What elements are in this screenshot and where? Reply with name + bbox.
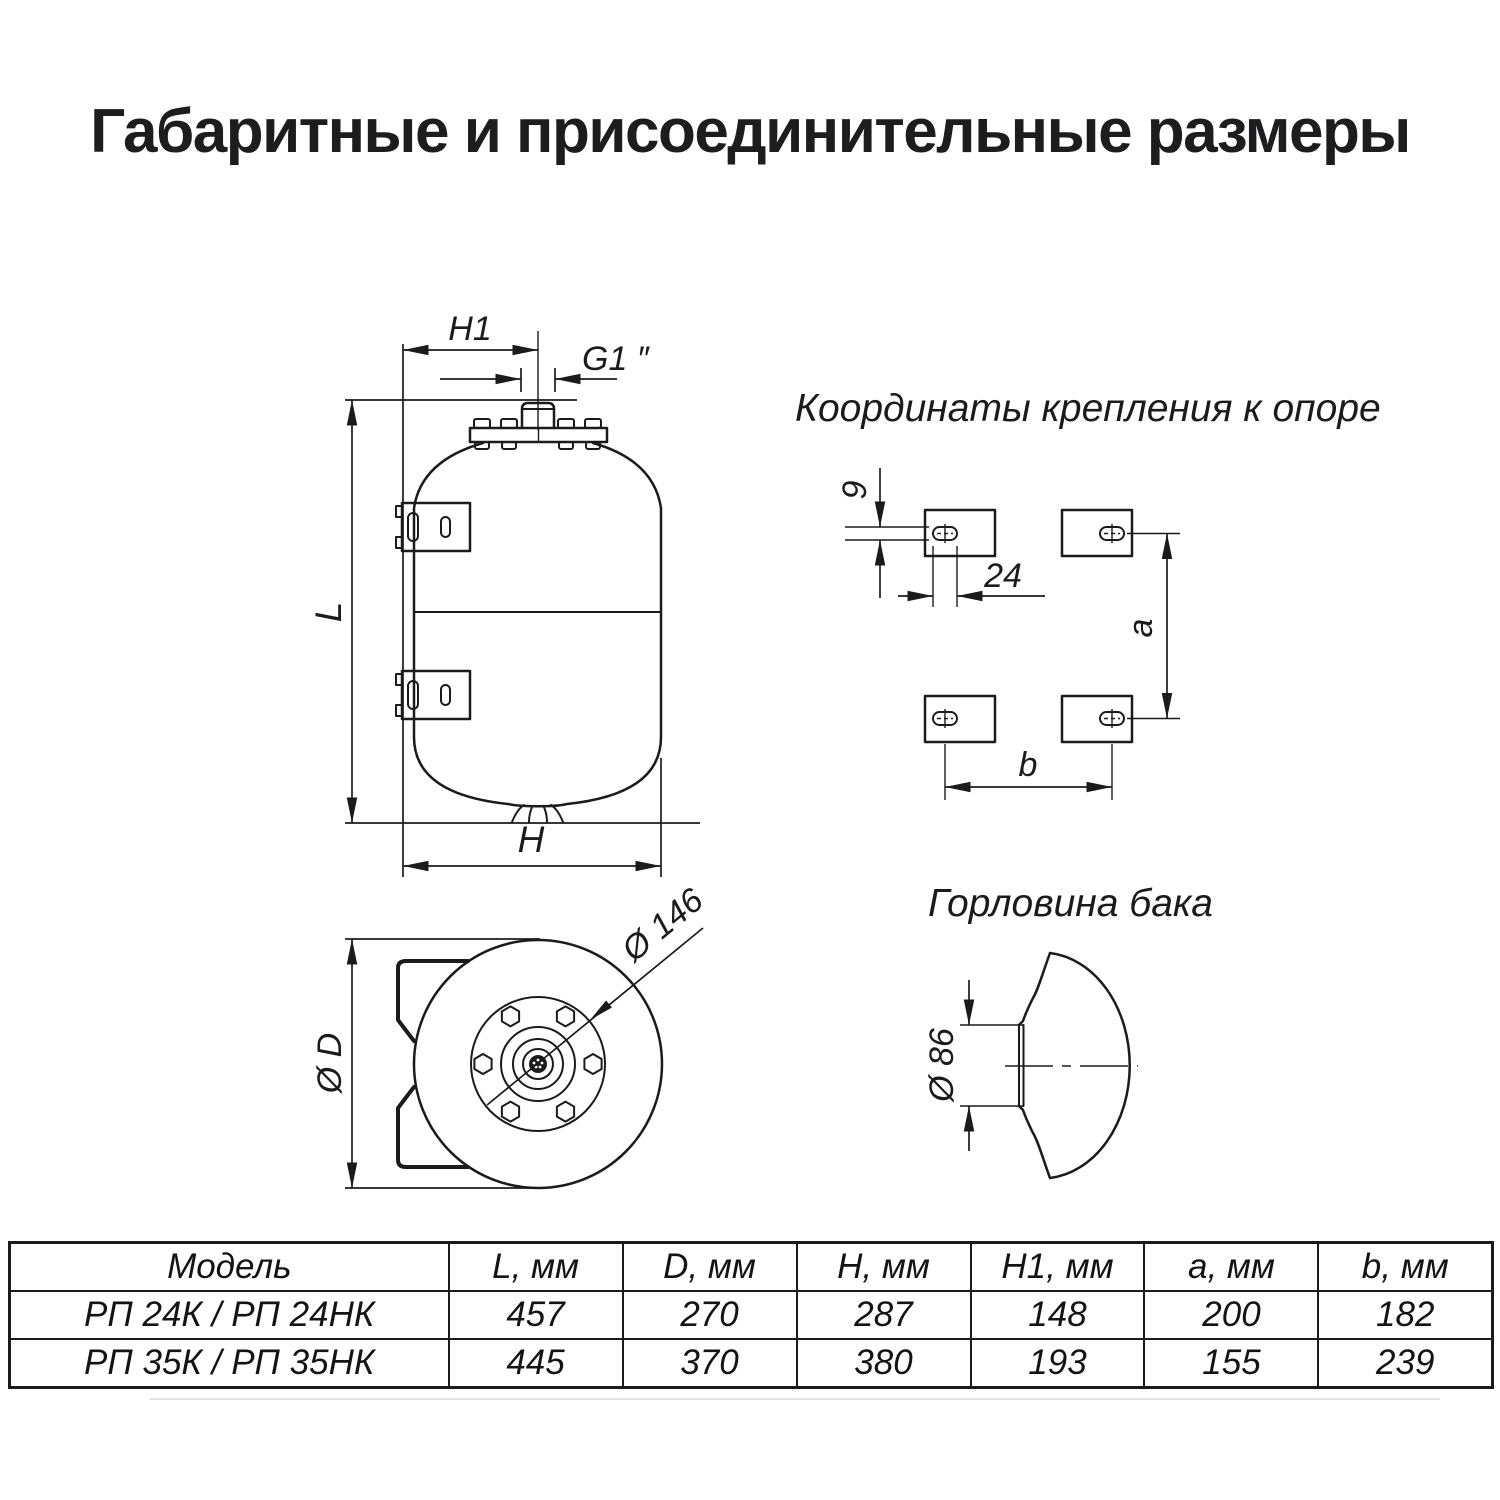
cell-b: 239 (1317, 1338, 1494, 1389)
table-row: РП 24К / РП 24НК 457 270 287 148 200 182 (8, 1290, 1494, 1340)
pad-slots (932, 524, 1125, 728)
top-bracket-upper (396, 959, 470, 1043)
bracket-lower (395, 669, 472, 721)
table-row: РП 35К / РП 35НК 445 370 380 193 155 239 (8, 1338, 1494, 1389)
dim-label-l: L (308, 602, 349, 623)
pad-top-left (923, 508, 997, 558)
col-header-a: a, мм (1143, 1241, 1320, 1292)
cell-h: 380 (795, 1338, 972, 1389)
page-title: Габаритные и присоединительные размеры (90, 97, 1411, 166)
dim-label-86: Ø 86 (923, 1028, 961, 1103)
inner-circle-1 (500, 1026, 576, 1102)
col-header-h: H, мм (795, 1241, 972, 1292)
cell-a: 155 (1143, 1338, 1320, 1389)
col-header-l: L, мм (447, 1241, 624, 1292)
cell-a: 200 (1143, 1290, 1320, 1340)
dim-label-g1: G1 ″ (582, 340, 650, 378)
flange-circle (470, 996, 606, 1132)
top-bracket-lower (396, 1085, 470, 1169)
technical-drawing: L H1 G1 ″ (308, 310, 1381, 1190)
inner-circle-2 (512, 1038, 564, 1090)
dim-label-9: 9 (836, 480, 874, 499)
neck-shoulder-top (1017, 951, 1052, 1027)
dimensions-table: Модель L, мм D, мм H, мм H1, мм a, мм b,… (8, 1241, 1494, 1389)
dim-label-h: H (518, 819, 545, 860)
tank-outline (412, 441, 663, 808)
front-view: L H1 G1 ″ (308, 310, 700, 877)
cell-model: РП 35К / РП 35НК (8, 1338, 450, 1389)
dim-label-b: b (1019, 746, 1038, 784)
cell-b: 182 (1317, 1290, 1494, 1340)
mounting-title: Координаты крепления к опоре (795, 387, 1381, 430)
dim-label-a: a (1122, 619, 1160, 638)
col-header-h1: H1, мм (969, 1241, 1146, 1292)
table-header-row: Модель L, мм D, мм H, мм H1, мм a, мм b,… (8, 1241, 1494, 1292)
flange-leader-arrow (590, 1000, 612, 1020)
neck-dome-arc (1048, 951, 1131, 1180)
dim-label-146: Ø 146 (614, 881, 710, 970)
neck-title: Горловина бака (928, 882, 1213, 925)
cell-h1: 148 (969, 1290, 1146, 1340)
cell-l: 457 (447, 1290, 624, 1340)
valve-ring (522, 1048, 554, 1080)
cell-l: 445 (447, 1338, 624, 1389)
pad-bottom-left (923, 694, 997, 744)
pad-top-right (1060, 508, 1134, 558)
g1-fitting (520, 401, 556, 430)
col-header-d: D, мм (621, 1241, 798, 1292)
mounting-diagram: Координаты крепления к опоре (795, 387, 1381, 800)
top-view: Ø 146 Ø D (311, 881, 711, 1190)
cell-h1: 193 (969, 1338, 1146, 1389)
neck-shoulder-bottom (1017, 1104, 1052, 1180)
pad-bottom-right (1060, 694, 1134, 744)
dim-label-24: 24 (983, 557, 1022, 595)
col-header-model: Модель (8, 1241, 450, 1292)
col-header-b: b, мм (1317, 1241, 1494, 1292)
cell-model: РП 24К / РП 24НК (8, 1290, 450, 1340)
neck-view: Горловина бака Ø 86 (923, 882, 1213, 1180)
bracket-upper (395, 501, 472, 553)
dim-label-h1: H1 (448, 310, 491, 348)
tank-foot (511, 804, 564, 823)
cell-d: 370 (621, 1338, 798, 1389)
valve-knurl (532, 1058, 544, 1069)
dim-label-d: Ø D (311, 1033, 349, 1094)
cell-d: 270 (621, 1290, 798, 1340)
table-shadow-line (150, 1398, 1440, 1400)
cell-h: 287 (795, 1290, 972, 1340)
